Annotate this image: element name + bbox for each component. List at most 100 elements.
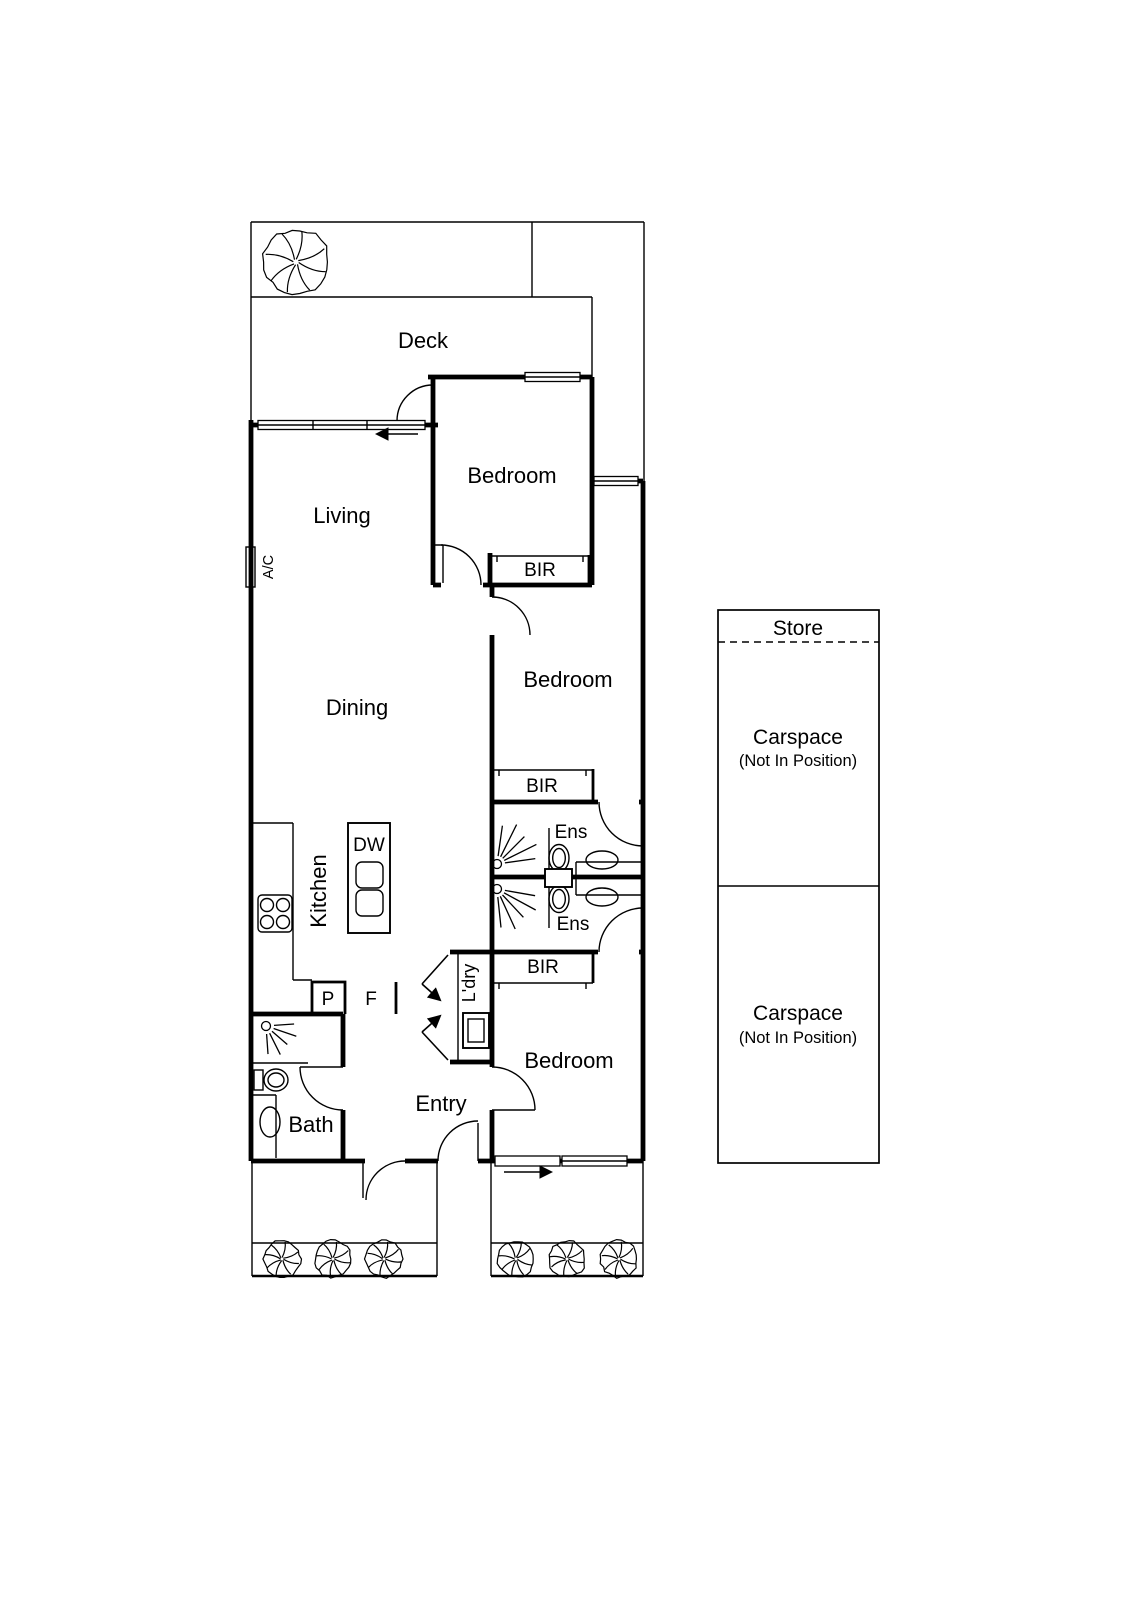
tree-icon-small-4-part	[496, 1241, 534, 1278]
tree-icon-small-2-part	[315, 1255, 332, 1260]
shower-icon-bath-part	[273, 1027, 297, 1037]
toilet-icon-ens-lower	[548, 884, 570, 914]
living-deck-window	[257, 419, 426, 431]
tree-icon-small-1	[262, 1240, 303, 1279]
tree-icon-small-3-part	[383, 1241, 389, 1258]
note-carspace-lower: (Not In Position)	[739, 1029, 857, 1047]
label-air-conditioner: A/C	[261, 555, 277, 579]
bir-front-lines	[490, 555, 593, 989]
tree-icon-small-3-part	[373, 1244, 384, 1259]
tree-icon-small-6	[599, 1238, 638, 1279]
room-label-entry: Entry	[415, 1091, 466, 1116]
tree-icon-small-1-part	[266, 1259, 281, 1269]
store-carspace-block	[717, 609, 880, 1164]
tree-icon-small-2-part	[329, 1260, 334, 1277]
label-store: Store	[773, 617, 823, 640]
tree-icon-small-3-part	[363, 1239, 404, 1280]
tree-icon-small-5-part	[563, 1260, 568, 1277]
tree-icon-small-1-part	[283, 1251, 299, 1259]
tree-icon-small-4-part	[517, 1258, 533, 1266]
tree-icon-small-2-part	[332, 1241, 338, 1258]
tree-icon-small-2-part	[334, 1258, 351, 1264]
room-label-living: Living	[313, 503, 370, 528]
note-carspace-upper: (Not In Position)	[739, 752, 857, 770]
tree-icon-small-3-part	[384, 1260, 394, 1275]
east-side-window	[593, 475, 639, 487]
ac-unit-box	[245, 546, 256, 588]
label-carspace-upper: Carspace	[753, 726, 843, 749]
toilet-icon-ens-upper	[548, 843, 570, 873]
door-leaf-lines	[300, 544, 535, 1161]
tree-icon-small-1-part	[281, 1241, 286, 1258]
tree-icon-small-6-part	[608, 1244, 619, 1259]
shower-icon-ens-upper-part	[491, 858, 503, 870]
shower-icon-ens-lower-part	[504, 889, 536, 897]
tree-icon-small-1-part	[283, 1258, 299, 1265]
island-bench-dishwasher-sink	[347, 822, 391, 934]
shower-icon-bath-part	[265, 1033, 269, 1055]
tree-icon-large-part	[281, 233, 296, 260]
shower-icon-bath-part	[271, 1030, 288, 1045]
room-label-bath: Bath	[288, 1112, 333, 1137]
cooktop-icon	[257, 894, 293, 933]
tree-icon-small-3-part	[379, 1260, 385, 1277]
tree-icon-small-4-part	[516, 1248, 531, 1259]
tree-icon-small-2-part	[323, 1243, 333, 1258]
tree-icon-small-5-part	[551, 1259, 566, 1268]
tree-icon-small-2	[314, 1238, 352, 1279]
tree-icon-small-3-part	[385, 1248, 399, 1259]
tree-icon-large-part	[295, 231, 303, 260]
basin-icon-bath	[259, 1106, 281, 1138]
tree-icon-small-5-part	[556, 1244, 567, 1259]
tree-icon-small-4-part	[511, 1260, 517, 1277]
tree-icon-small-5-part	[549, 1255, 566, 1260]
tree-icon-large-part	[286, 264, 297, 293]
bifold-door-arrows-laundry	[421, 954, 449, 1061]
room-label-bedroom2: Bedroom	[523, 667, 612, 692]
tree-icon-large-part	[296, 264, 311, 291]
basin-icon-ens-upper	[585, 850, 619, 870]
shower-icon-ens-upper-part	[504, 857, 536, 864]
shower-icon-bath	[260, 1020, 297, 1055]
tree-icon-small-4	[496, 1241, 534, 1278]
bir-cabinet-edges	[587, 555, 595, 983]
courtyard-lines	[251, 1161, 644, 1276]
tree-icon-large-part	[298, 262, 326, 273]
tree-icon-small-4-part	[516, 1260, 525, 1276]
shower-icon-ens-lower-part	[503, 892, 537, 911]
shower-icon-ens-upper-part	[503, 843, 537, 861]
tree-icon-small-2-part	[333, 1260, 342, 1275]
tree-icon-small-5-part	[568, 1258, 585, 1264]
tree-icon-small-5-part	[568, 1250, 583, 1259]
shower-icon-ens-lower-part	[491, 883, 503, 895]
tree-icon-small-6-part	[619, 1260, 629, 1275]
room-label-bedroom3: Bedroom	[524, 1048, 613, 1073]
shower-icon-bath-part	[269, 1032, 281, 1055]
bedroom3-sliding-door	[494, 1155, 628, 1167]
tree-icon-small-6-part	[599, 1238, 638, 1279]
tree-icon-small-3-part	[385, 1258, 402, 1263]
tree-icon-small-3	[363, 1239, 404, 1280]
label-bir2: BIR	[526, 776, 558, 797]
shower-icon-ens-lower-part	[502, 894, 524, 918]
tree-icon-small-6-part	[619, 1247, 634, 1259]
tree-icon-small-4-part	[498, 1255, 515, 1260]
room-label-kitchen: Kitchen	[306, 854, 331, 927]
tree-icon-small-5-part	[566, 1242, 574, 1258]
tree-icon-small-4-part	[501, 1259, 516, 1270]
shower-icon-ens-lower	[491, 883, 537, 930]
site-boundary-lines	[250, 221, 645, 481]
kitchen-counter-lines	[251, 822, 312, 981]
bedroom1-deck-window	[524, 371, 581, 383]
tree-icon-small-2-part	[314, 1238, 352, 1279]
shower-icon-bath-part	[273, 1023, 295, 1027]
exterior-walls	[248, 374, 646, 1164]
tree-icon-small-5-part	[567, 1259, 578, 1274]
tree-icon-small-2-part	[334, 1250, 349, 1259]
tree-icon-small-6-part	[614, 1260, 620, 1277]
tree-icon-small-5-part	[548, 1239, 585, 1278]
tree-icon-small-2-part	[318, 1259, 333, 1270]
tree-icon-small-6-part	[604, 1259, 619, 1270]
